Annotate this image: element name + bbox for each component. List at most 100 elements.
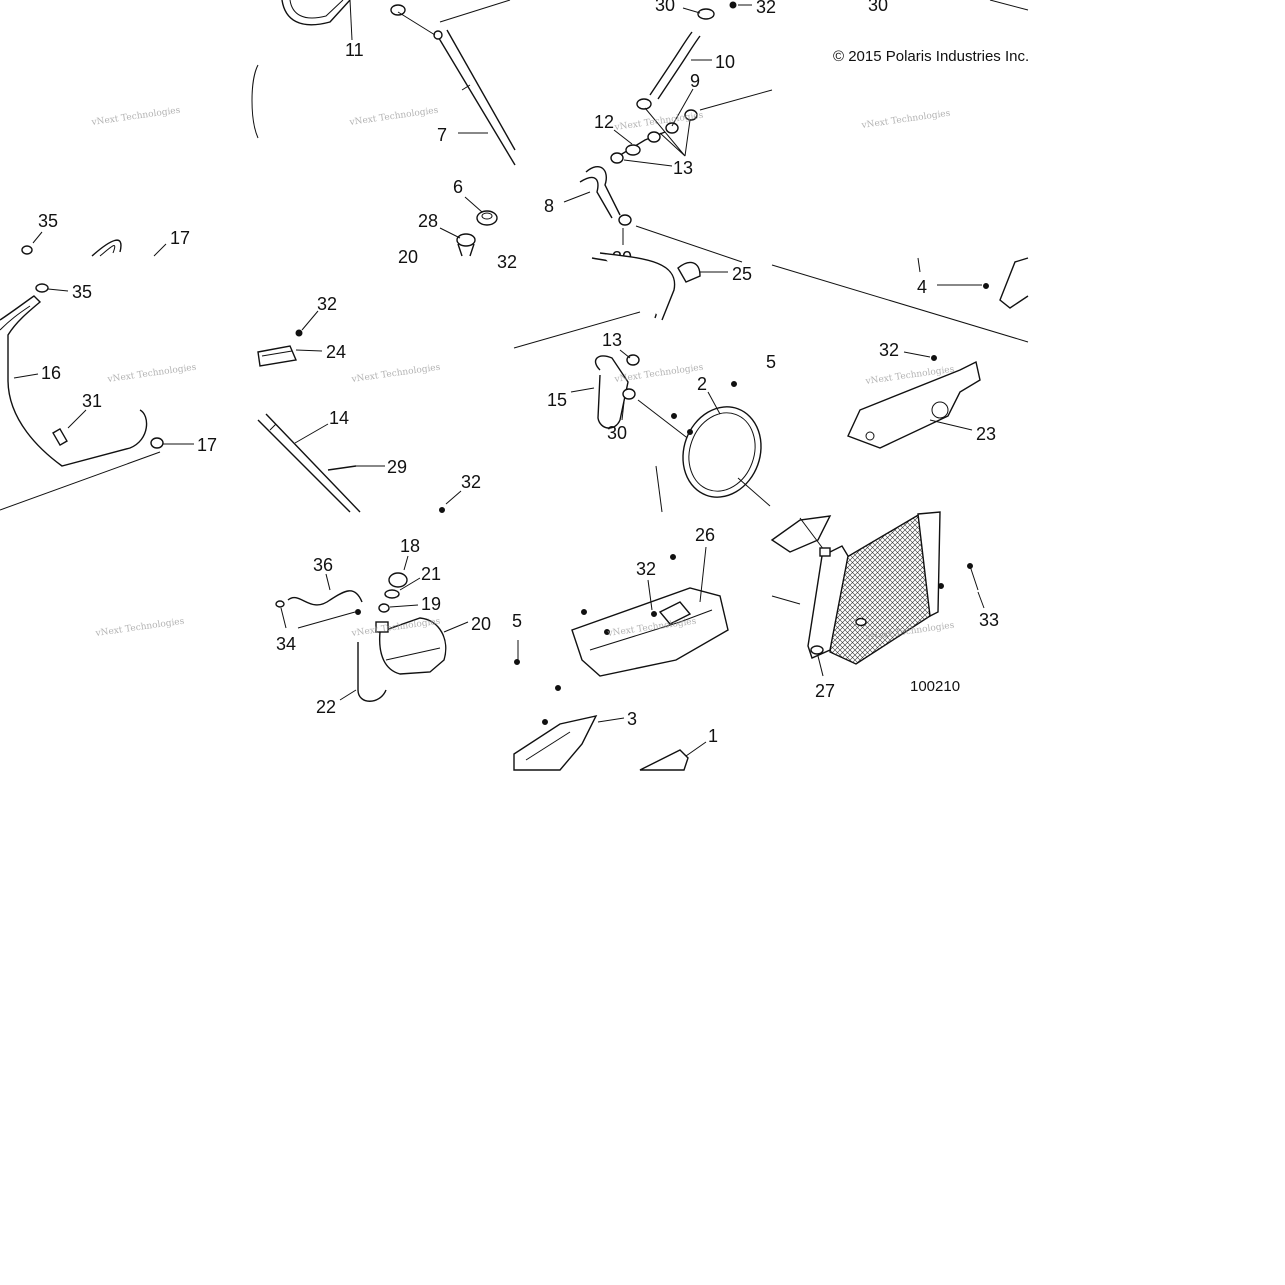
callout-26: 26 xyxy=(695,525,715,545)
watermark: vNext Technologies xyxy=(94,617,185,640)
radiator-cap-6 xyxy=(476,210,498,226)
callout-32: 32 xyxy=(756,0,776,17)
callout-34: 34 xyxy=(276,634,296,654)
grommet xyxy=(855,617,867,627)
gasket-21 xyxy=(384,589,400,599)
callout-30: 30 xyxy=(655,0,675,15)
bracket-3 xyxy=(513,714,598,771)
hose-17-upper xyxy=(91,239,122,257)
bolt xyxy=(670,554,676,560)
grommet-27 xyxy=(810,645,824,655)
callout-35: 35 xyxy=(72,282,92,302)
callout-21: 21 xyxy=(421,564,441,584)
callout-8: 8 xyxy=(544,196,554,216)
copyright-notice: © 2015 Polaris Industries Inc. xyxy=(833,48,1029,65)
frame-edge xyxy=(251,64,259,139)
callout-12: 12 xyxy=(594,112,614,132)
hose-clamp-top xyxy=(390,4,406,16)
clamp-17-lower xyxy=(150,437,164,449)
callout-1: 1 xyxy=(708,726,718,746)
bolt-32 xyxy=(439,507,445,513)
callout-32: 32 xyxy=(636,559,656,579)
callout-30: 30 xyxy=(607,423,627,443)
tube-14 xyxy=(257,413,361,513)
radiator-core xyxy=(807,511,941,665)
bracket-1 xyxy=(639,749,689,771)
callout-33: 33 xyxy=(979,610,999,630)
clamp-30-top xyxy=(697,8,715,20)
bolt-32 xyxy=(651,611,657,617)
callout-16: 16 xyxy=(41,363,61,383)
clamp-25 xyxy=(677,261,701,283)
bracket-24 xyxy=(257,345,297,367)
bolt xyxy=(983,283,989,289)
callout-11: 11 xyxy=(345,40,364,60)
callout-2: 2 xyxy=(697,374,707,394)
callout-28: 28 xyxy=(418,211,438,231)
callout-4: 4 xyxy=(917,277,927,297)
nut-34 xyxy=(275,600,285,608)
watermark: vNext Technologies xyxy=(350,363,441,386)
callout-35: 35 xyxy=(38,211,58,231)
callout-18: 18 xyxy=(400,536,420,556)
callout-32: 32 xyxy=(879,340,899,360)
callout-13: 13 xyxy=(673,158,693,178)
callout-7: 7 xyxy=(437,125,447,145)
callout-19: 19 xyxy=(421,594,441,614)
watermark: vNext Technologies xyxy=(613,111,704,134)
radiator-bracket-partial xyxy=(770,515,832,553)
bolt xyxy=(581,609,587,615)
watermark: vNext Technologies xyxy=(348,106,439,129)
hose-8 xyxy=(579,166,621,219)
callout-29: 29 xyxy=(387,457,407,477)
hose-10 xyxy=(649,31,701,100)
bolt xyxy=(355,609,361,615)
callout-32-partial: 32 xyxy=(497,252,517,272)
clip-29 xyxy=(327,465,357,471)
callout-31: 31 xyxy=(82,391,102,411)
tee-fitting-12 xyxy=(610,98,698,164)
mounting-plate-23 xyxy=(847,360,981,449)
clamp-35-upper xyxy=(21,245,33,255)
bolt xyxy=(555,685,561,691)
callout-9: 9 xyxy=(690,71,700,91)
bolt xyxy=(514,659,520,665)
hose-15 xyxy=(594,355,629,429)
stud xyxy=(655,465,663,513)
diagram-id: 100210 xyxy=(910,678,960,695)
callout-5-partial: 5 xyxy=(512,611,522,631)
callout-6: 6 xyxy=(453,177,463,197)
bolt-32 xyxy=(931,355,937,361)
watermark: vNext Technologies xyxy=(613,363,704,386)
bolt-32-top xyxy=(729,1,737,9)
watermark: vNext Technologies xyxy=(106,363,197,386)
callout-5-partial: 5 xyxy=(766,352,776,372)
bolt xyxy=(671,413,677,419)
callout-13: 13 xyxy=(602,330,622,350)
tube-7 xyxy=(433,29,516,166)
reservoir-20 xyxy=(375,617,447,675)
callout-25: 25 xyxy=(732,264,752,284)
bolt xyxy=(687,429,693,435)
hose-16 xyxy=(0,295,148,467)
callout-10: 10 xyxy=(715,52,735,72)
callout-23: 23 xyxy=(976,424,996,444)
watermark: vNext Technologies xyxy=(860,109,951,132)
callout-14: 14 xyxy=(329,408,349,428)
cradle-26 xyxy=(571,587,729,677)
watermark: vNext Technologies xyxy=(90,106,181,129)
hose-22 xyxy=(357,642,387,702)
callout-20-partial: 20 xyxy=(398,247,418,267)
bolt-33 xyxy=(967,563,979,591)
bolt xyxy=(938,583,944,589)
bolt-32 xyxy=(295,329,303,337)
clamp-30 xyxy=(622,388,636,400)
callout-27: 27 xyxy=(815,681,835,701)
callout-17: 17 xyxy=(197,435,217,455)
hose-upper-25 xyxy=(591,252,676,321)
clamp-35-lower xyxy=(35,283,49,293)
callout-32: 32 xyxy=(317,294,337,314)
bleeder-31 xyxy=(52,427,68,447)
callout-24: 24 xyxy=(326,342,346,362)
